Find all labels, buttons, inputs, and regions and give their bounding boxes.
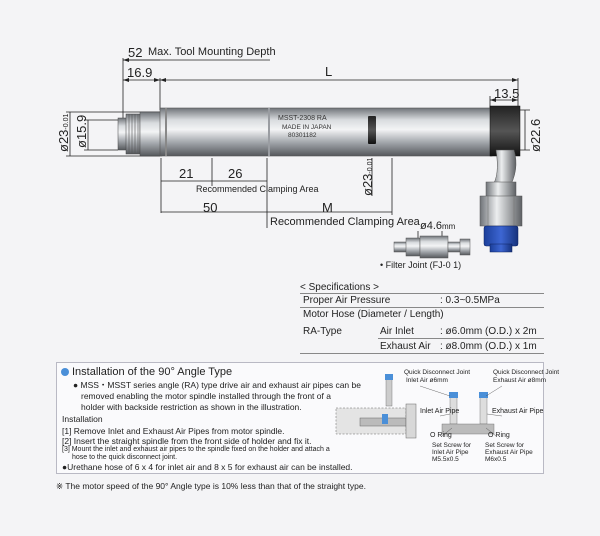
filter-joint-label: • Filter Joint (FJ-0 1) <box>380 260 462 270</box>
blue-dot-icon <box>61 368 69 376</box>
label-setscrew1a: Set Screw for <box>432 442 472 449</box>
label-setscrew2b: Exhaust Air Pipe <box>485 449 533 456</box>
spec-ra-type-label: RA-Type <box>303 326 342 337</box>
install-bullet2: ●Urethane hose of 6 x 4 for inlet air an… <box>62 462 353 472</box>
install-step2: [2] Insert the straight spindle from the… <box>62 436 312 446</box>
spec-air-pressure-label: Proper Air Pressure <box>303 295 391 306</box>
dim-16-9: 16.9 <box>127 65 153 80</box>
spec-divider-4 <box>300 353 544 354</box>
dim-23-mid: ø23-0.01 <box>360 157 375 196</box>
spec-air-inlet-value: : ø6.0mm (O.D.) x 2m <box>440 326 537 337</box>
spindle-model: MSST-2308 RA <box>278 115 327 122</box>
spindle-origin: MADE IN JAPAN <box>282 124 332 131</box>
install-bullet1b: removed enabling the motor spindle insta… <box>81 391 331 401</box>
spec-heading: < Specifications > <box>300 282 379 293</box>
label-inlet6: Inlet Air ø6mm <box>406 377 448 384</box>
install-step3: [3] Mount the inlet and exhaust air pipe… <box>62 446 330 453</box>
dim-26: 26 <box>228 166 243 181</box>
spec-divider-2 <box>300 307 544 308</box>
label-setscrew2c: M6x0.5 <box>485 456 507 463</box>
label-exhaust8: Exhaust Air ø8mm <box>493 377 547 384</box>
label-setscrew1b: Inlet Air Pipe <box>432 449 469 456</box>
footnote: ※ The motor speed of the 90° Angle type … <box>56 481 366 491</box>
label-oring2: O Ring <box>488 432 510 439</box>
dim-21: 21 <box>179 166 194 181</box>
dim-23-left: ø23-0.01 <box>56 113 71 152</box>
installation-box <box>56 362 544 474</box>
spindle-serial: 80301182 <box>288 132 317 139</box>
spec-divider-3 <box>378 338 544 339</box>
installation-illustration <box>335 374 503 439</box>
dim-L: L <box>325 64 333 79</box>
label-setscrew1c: M5.5x0.5 <box>432 456 459 463</box>
max-depth-value: 52 <box>128 45 143 60</box>
install-bullet1c: holder with backside restriction as show… <box>81 402 302 412</box>
install-title: Installation of the 90° Angle Type <box>72 366 233 378</box>
label-exhaust-pipe: Exhaust Air Pipe <box>492 408 544 415</box>
spec-exhaust-label: Exhaust Air <box>380 341 431 352</box>
install-subheading: Installation <box>62 414 103 424</box>
label-qdj2: Quick Disconnect Joint <box>493 369 560 376</box>
label-qdj1: Quick Disconnect Joint <box>404 369 471 376</box>
spec-air-pressure-value: : 0.3~0.5MPa <box>440 295 500 306</box>
dim-15-9: ø15.9 <box>74 114 89 148</box>
spec-divider-1 <box>300 293 544 294</box>
install-step3b: hose to the quick disconnect joint. <box>72 454 178 461</box>
install-step1: [1] Remove Inlet and Exhaust Air Pipes f… <box>62 426 285 436</box>
dim-M: M <box>322 200 333 215</box>
dim-13-5: 13.5 <box>494 86 520 101</box>
label-oring1: O Ring <box>430 432 452 439</box>
dim-22-6: ø22.6 <box>528 118 543 152</box>
dim-50: 50 <box>203 200 218 215</box>
spec-motor-hose-label: Motor Hose (Diameter / Length) <box>303 309 444 320</box>
spec-air-inlet-label: Air Inlet <box>380 326 414 337</box>
rec-clamp-small: Recommended Clamping Area <box>196 184 319 194</box>
max-depth-label: Max. Tool Mounting Depth <box>148 46 276 58</box>
label-setscrew2a: Set Screw for <box>485 442 525 449</box>
spec-exhaust-value: : ø8.0mm (O.D.) x 1m <box>440 341 537 352</box>
dim-4-6: ø4.6mm <box>420 220 456 232</box>
label-inlet-pipe: Inlet Air Pipe <box>420 408 460 415</box>
install-bullet1: ● MSS・MSST series angle (RA) type drive … <box>73 380 361 390</box>
rec-clamp-big: Recommended Clamping Area <box>270 216 420 228</box>
